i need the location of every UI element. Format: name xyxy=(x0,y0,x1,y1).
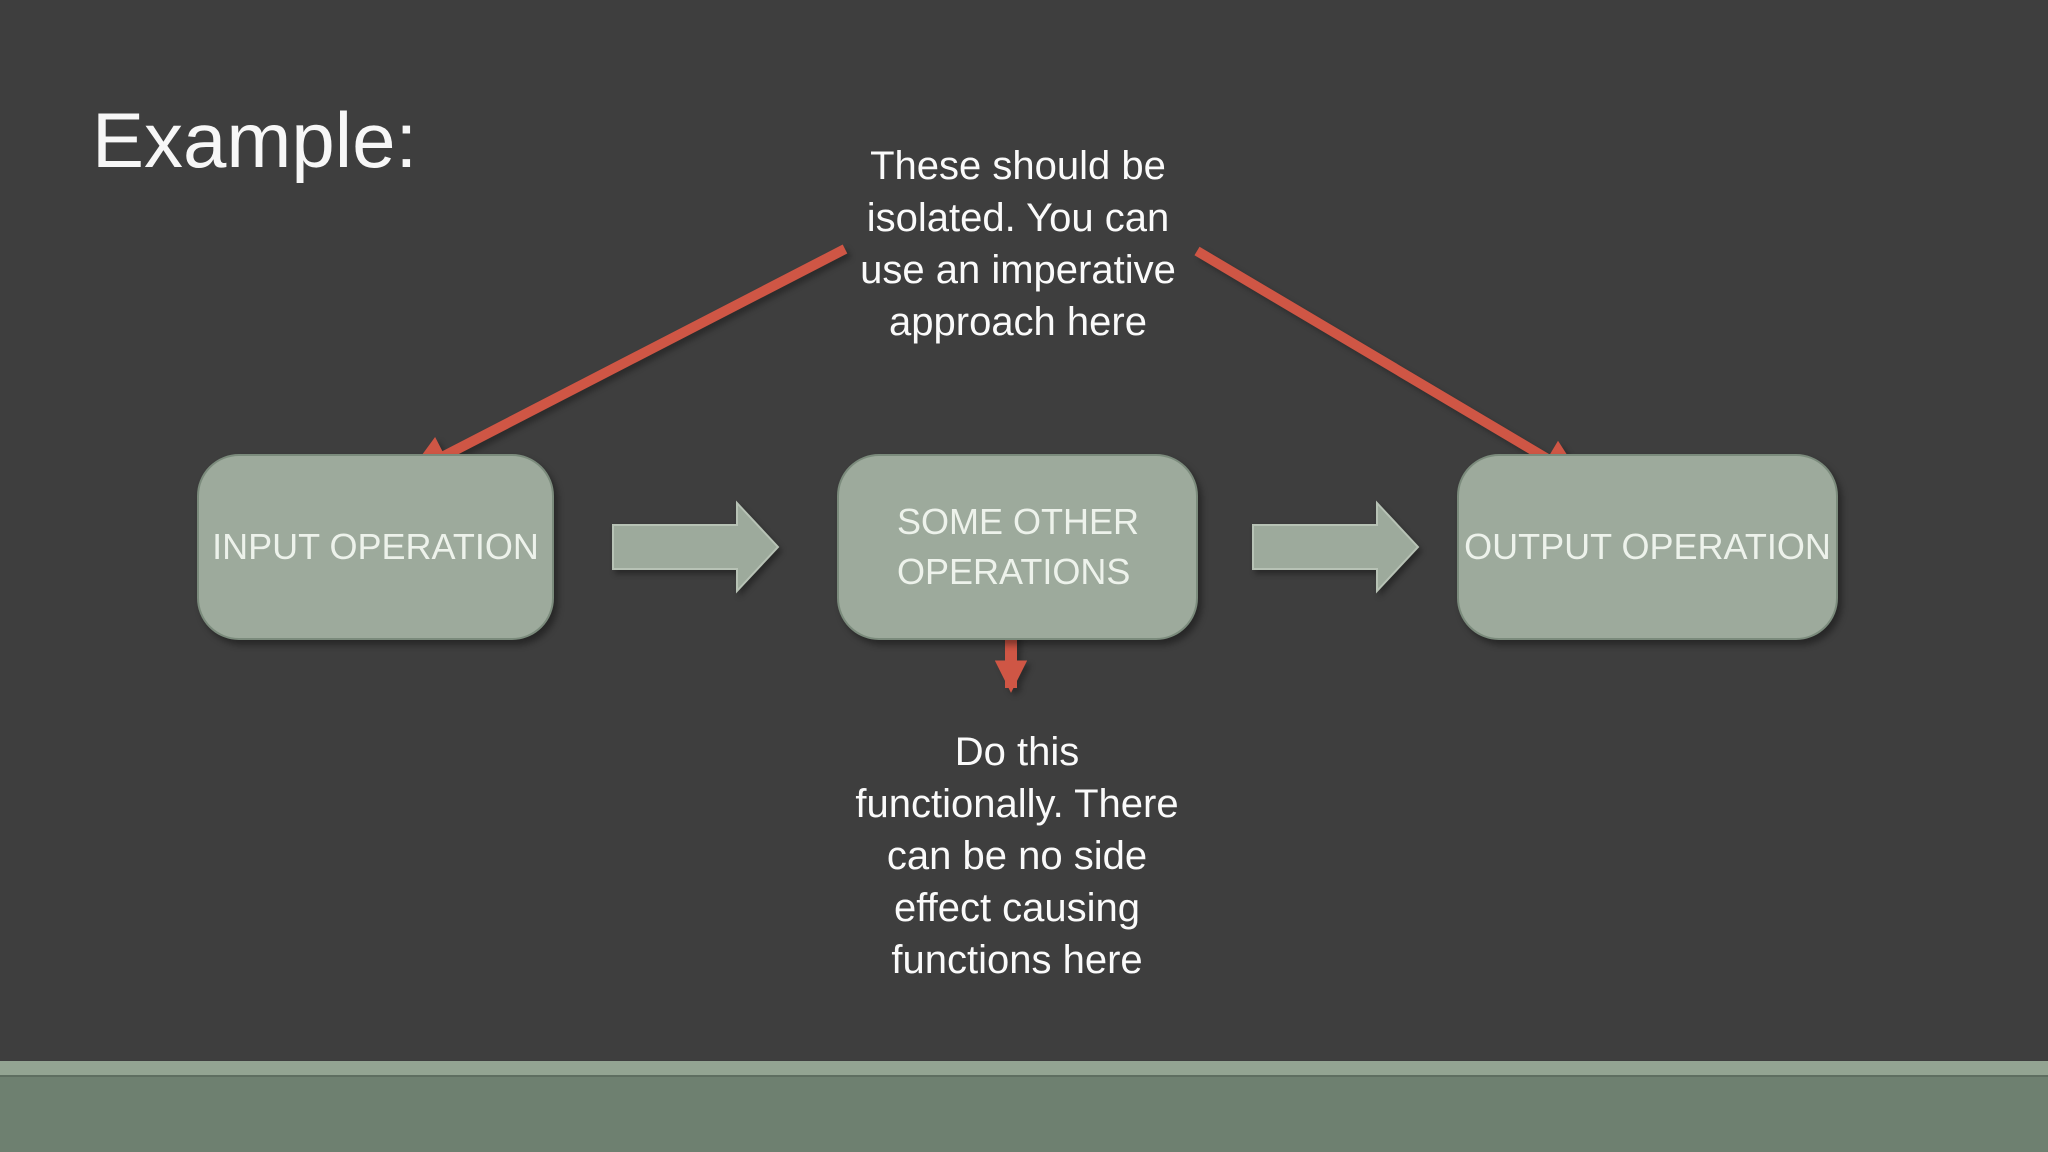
note-line: use an imperative xyxy=(860,248,1176,292)
box-label: SOME OTHER OPERATIONS xyxy=(897,501,1140,592)
note-imperative: These should be isolated. You can use an… xyxy=(860,140,1176,348)
flow-arrow-right-icon xyxy=(612,500,780,594)
footer-accent-strip xyxy=(0,1061,2048,1075)
note-line: can be no side xyxy=(886,834,1148,878)
box-label: OUTPUT OPERATION xyxy=(1464,526,1831,567)
annotation-arrow-to-input-icon xyxy=(407,244,848,477)
page-title: Example: xyxy=(92,96,418,184)
note-line: functions here xyxy=(891,938,1143,982)
note-functional: Do this functionally. There can be no si… xyxy=(855,726,1178,986)
box-label: INPUT OPERATION xyxy=(212,526,539,567)
flow-arrow-right-icon xyxy=(1252,500,1420,594)
note-line: isolated. You can xyxy=(866,196,1170,240)
note-line: approach here xyxy=(889,300,1147,344)
box-some-other-operations: SOME OTHER OPERATIONS xyxy=(837,454,1198,640)
note-line: Do this xyxy=(954,730,1080,774)
box-output-operation: OUTPUT OPERATION xyxy=(1457,454,1838,640)
note-line: effect causing xyxy=(893,886,1141,930)
note-line: functionally. There xyxy=(855,782,1179,826)
note-line: These should be xyxy=(870,144,1166,188)
footer-bar xyxy=(0,1075,2048,1152)
annotation-arrow-to-output-icon xyxy=(1194,246,1584,482)
box-input-operation: INPUT OPERATION xyxy=(197,454,554,640)
